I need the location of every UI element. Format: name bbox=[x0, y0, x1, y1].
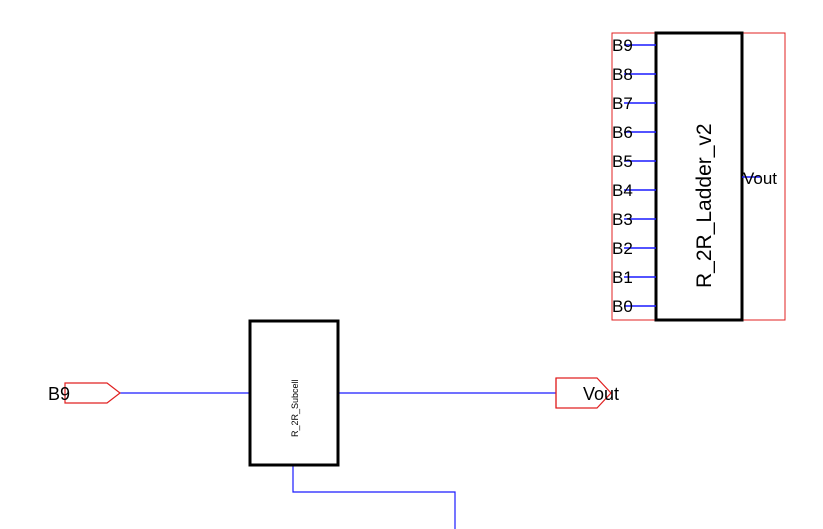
output-port-vout[interactable]: Vout bbox=[555, 377, 619, 409]
ladder-pin-label: B7 bbox=[612, 94, 633, 113]
ladder-pin-label: B5 bbox=[612, 152, 633, 171]
ladder-pin-label: B1 bbox=[612, 268, 633, 287]
output-port-vout-label: Vout bbox=[583, 384, 619, 404]
input-port-b9-label: B9 bbox=[48, 384, 70, 404]
ladder-pin-label: B9 bbox=[612, 36, 633, 55]
subcell-title: R_2R_Subcell bbox=[290, 379, 300, 437]
input-port-b9-shape bbox=[64, 382, 121, 404]
subcell-instance[interactable]: R_2R_Subcell bbox=[120, 319, 556, 529]
wire-bottom bbox=[292, 465, 456, 529]
subcell-body bbox=[248, 319, 340, 467]
ladder-pin-label: B2 bbox=[612, 239, 633, 258]
ladder-pin-label: B3 bbox=[612, 210, 633, 229]
ladder-pin-label: B4 bbox=[612, 181, 633, 200]
ladder-pin-label: B8 bbox=[612, 65, 633, 84]
ladder-pin-vout-label: Vout bbox=[743, 169, 777, 188]
ladder-symbol-title: R_2R_Ladder_v2 bbox=[693, 123, 716, 288]
ladder-pin-label: B0 bbox=[612, 297, 633, 316]
input-port-b9[interactable]: B9 bbox=[48, 382, 121, 404]
ladder-pin-label: B6 bbox=[612, 123, 633, 142]
